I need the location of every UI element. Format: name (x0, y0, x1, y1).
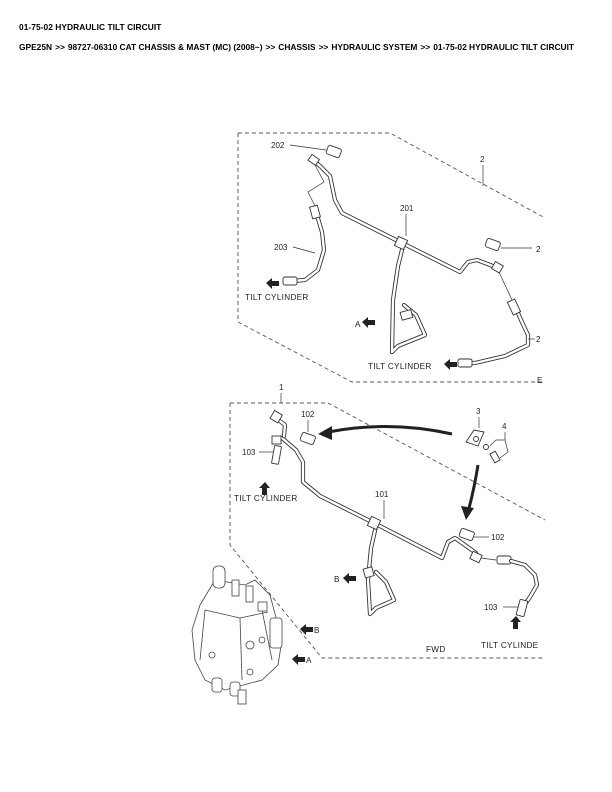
arrow-icon (343, 573, 356, 584)
assembly-2-boundary-top (238, 132, 546, 219)
assembly-1-boundary-top (230, 402, 546, 521)
arrow-icon (362, 317, 375, 328)
edge-label: E (537, 376, 542, 385)
caption-tilt-cylinder: TILT CYLINDER (245, 293, 309, 302)
part-label-203[interactable]: 203 (274, 243, 288, 252)
assembly-2-group: 2 201 202 203 TILT CYLINDER A 2 (237, 132, 546, 385)
arrow-icon (266, 278, 279, 289)
assembly-1-boundary-bottom (229, 403, 545, 659)
breadcrumb-separator: >> (265, 42, 276, 52)
part-label-2-hose[interactable]: 2 (536, 335, 541, 344)
assembly-arrow (327, 425, 453, 436)
valve-port-a-label: A (306, 656, 312, 665)
part-label-202[interactable]: 202 (271, 141, 285, 150)
assembly-2-boundary-bottom (237, 133, 545, 383)
part-label-4[interactable]: 4 (502, 422, 507, 431)
clamp-201 (393, 235, 409, 251)
part-label-2-fitting[interactable]: 2 (536, 245, 541, 254)
breadcrumb-separator: >> (55, 42, 65, 52)
washer-4 (483, 444, 489, 450)
part-label-101[interactable]: 101 (375, 490, 389, 499)
part-label-103-left[interactable]: 103 (242, 448, 256, 457)
fitting-103 (271, 445, 282, 465)
breadcrumb-separator: >> (420, 42, 431, 52)
fitting-port-a (399, 309, 414, 321)
caption-tilt-cylinder: TILT CYLINDE (481, 641, 539, 650)
arrow-icon (510, 616, 521, 629)
callout-2[interactable]: 2 (480, 155, 485, 164)
caption-tilt-cylinder: TILT CYLINDER (234, 494, 298, 503)
fwd-label: FWD (426, 645, 446, 654)
part-label-102-right[interactable]: 102 (491, 533, 505, 542)
breadcrumb-item[interactable]: HYDRAULIC SYSTEM (331, 42, 418, 52)
part-label-102-top[interactable]: 102 (301, 410, 315, 419)
control-valve (191, 565, 283, 705)
arrow-icon (292, 654, 305, 665)
callout-1[interactable]: 1 (279, 383, 284, 392)
part-label-201[interactable]: 201 (400, 204, 414, 213)
part-label-103-right[interactable]: 103 (484, 603, 498, 612)
breadcrumb-item[interactable]: 98727-06310 CAT CHASSIS & MAST (MC) (200… (67, 42, 263, 52)
bolt-4 (489, 450, 501, 464)
clamp-101 (366, 515, 382, 531)
caption-tilt-cylinder: TILT CYLINDER (368, 362, 432, 371)
hose-103 (508, 558, 540, 607)
fitting-102 (299, 431, 316, 445)
breadcrumb-item[interactable]: CHASSIS (278, 42, 316, 52)
port-a-label: A (355, 320, 361, 329)
arrow-icon (444, 359, 457, 370)
breadcrumb-separator: >> (318, 42, 329, 52)
breadcrumb-item[interactable]: GPE25N (19, 42, 53, 52)
fitting-2 (484, 237, 501, 251)
assembly-1-group: 1 101 103 TILT CYLINDER 102 3 (229, 383, 546, 659)
port-b-label: B (334, 575, 340, 584)
fitting-202 (325, 144, 342, 158)
pipe-201 (310, 157, 501, 275)
fitting-102 (458, 527, 475, 541)
valve-port-b-label: B (314, 626, 320, 635)
assembly-arrow (466, 464, 480, 513)
part-label-3[interactable]: 3 (476, 407, 481, 416)
fitting-port-b (362, 566, 375, 579)
breadcrumb-item: 01-75-02 HYDRAULIC TILT CIRCUIT (433, 42, 575, 52)
page-title: 01-75-02 HYDRAULIC TILT CIRCUIT (19, 22, 162, 32)
breadcrumb: GPE25N>>98727-06310 CAT CHASSIS & MAST (… (19, 42, 579, 53)
